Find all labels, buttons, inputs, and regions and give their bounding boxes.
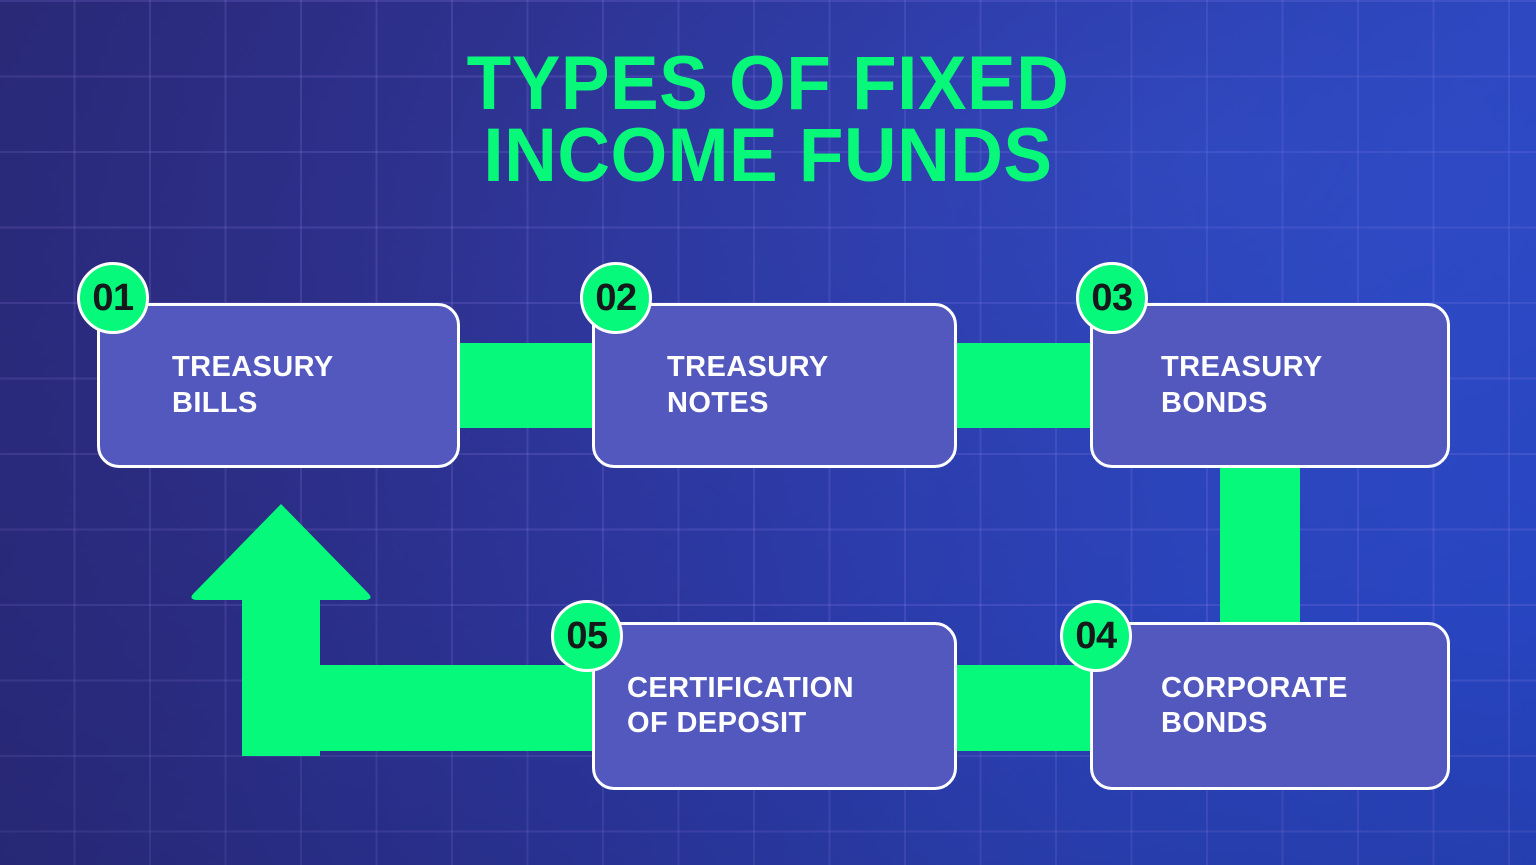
step-box-04[interactable]: CORPORATE BONDS bbox=[1090, 622, 1450, 790]
step-number-04: 04 bbox=[1075, 614, 1117, 657]
step-box-05[interactable]: CERTIFICATION OF DEPOSIT bbox=[592, 622, 957, 790]
step-badge-02: 02 bbox=[580, 262, 652, 334]
step-number-01: 01 bbox=[92, 276, 134, 319]
step-box-03[interactable]: TREASURY BONDS bbox=[1090, 303, 1450, 468]
step-label-02: TREASURY NOTES bbox=[667, 351, 829, 419]
step-number-05: 05 bbox=[566, 614, 608, 657]
step-number-03: 03 bbox=[1091, 276, 1133, 319]
step-label-03: TREASURY BONDS bbox=[1161, 351, 1323, 419]
step-badge-04: 04 bbox=[1060, 600, 1132, 672]
step-label-04: CORPORATE BONDS bbox=[1161, 671, 1348, 739]
step-badge-03: 03 bbox=[1076, 262, 1148, 334]
step-label-05: CERTIFICATION OF DEPOSIT bbox=[627, 671, 854, 739]
step-box-01[interactable]: TREASURY BILLS bbox=[97, 303, 460, 468]
page-title: TYPES OF FIXED INCOME FUNDS bbox=[466, 41, 1070, 199]
connector-arrow-up-head bbox=[186, 500, 376, 756]
step-label-01: TREASURY BILLS bbox=[172, 351, 334, 419]
step-badge-01: 01 bbox=[77, 262, 149, 334]
step-number-02: 02 bbox=[595, 276, 637, 319]
step-badge-05: 05 bbox=[551, 600, 623, 672]
connector-03-to-04 bbox=[1220, 450, 1300, 645]
step-box-02[interactable]: TREASURY NOTES bbox=[592, 303, 957, 468]
